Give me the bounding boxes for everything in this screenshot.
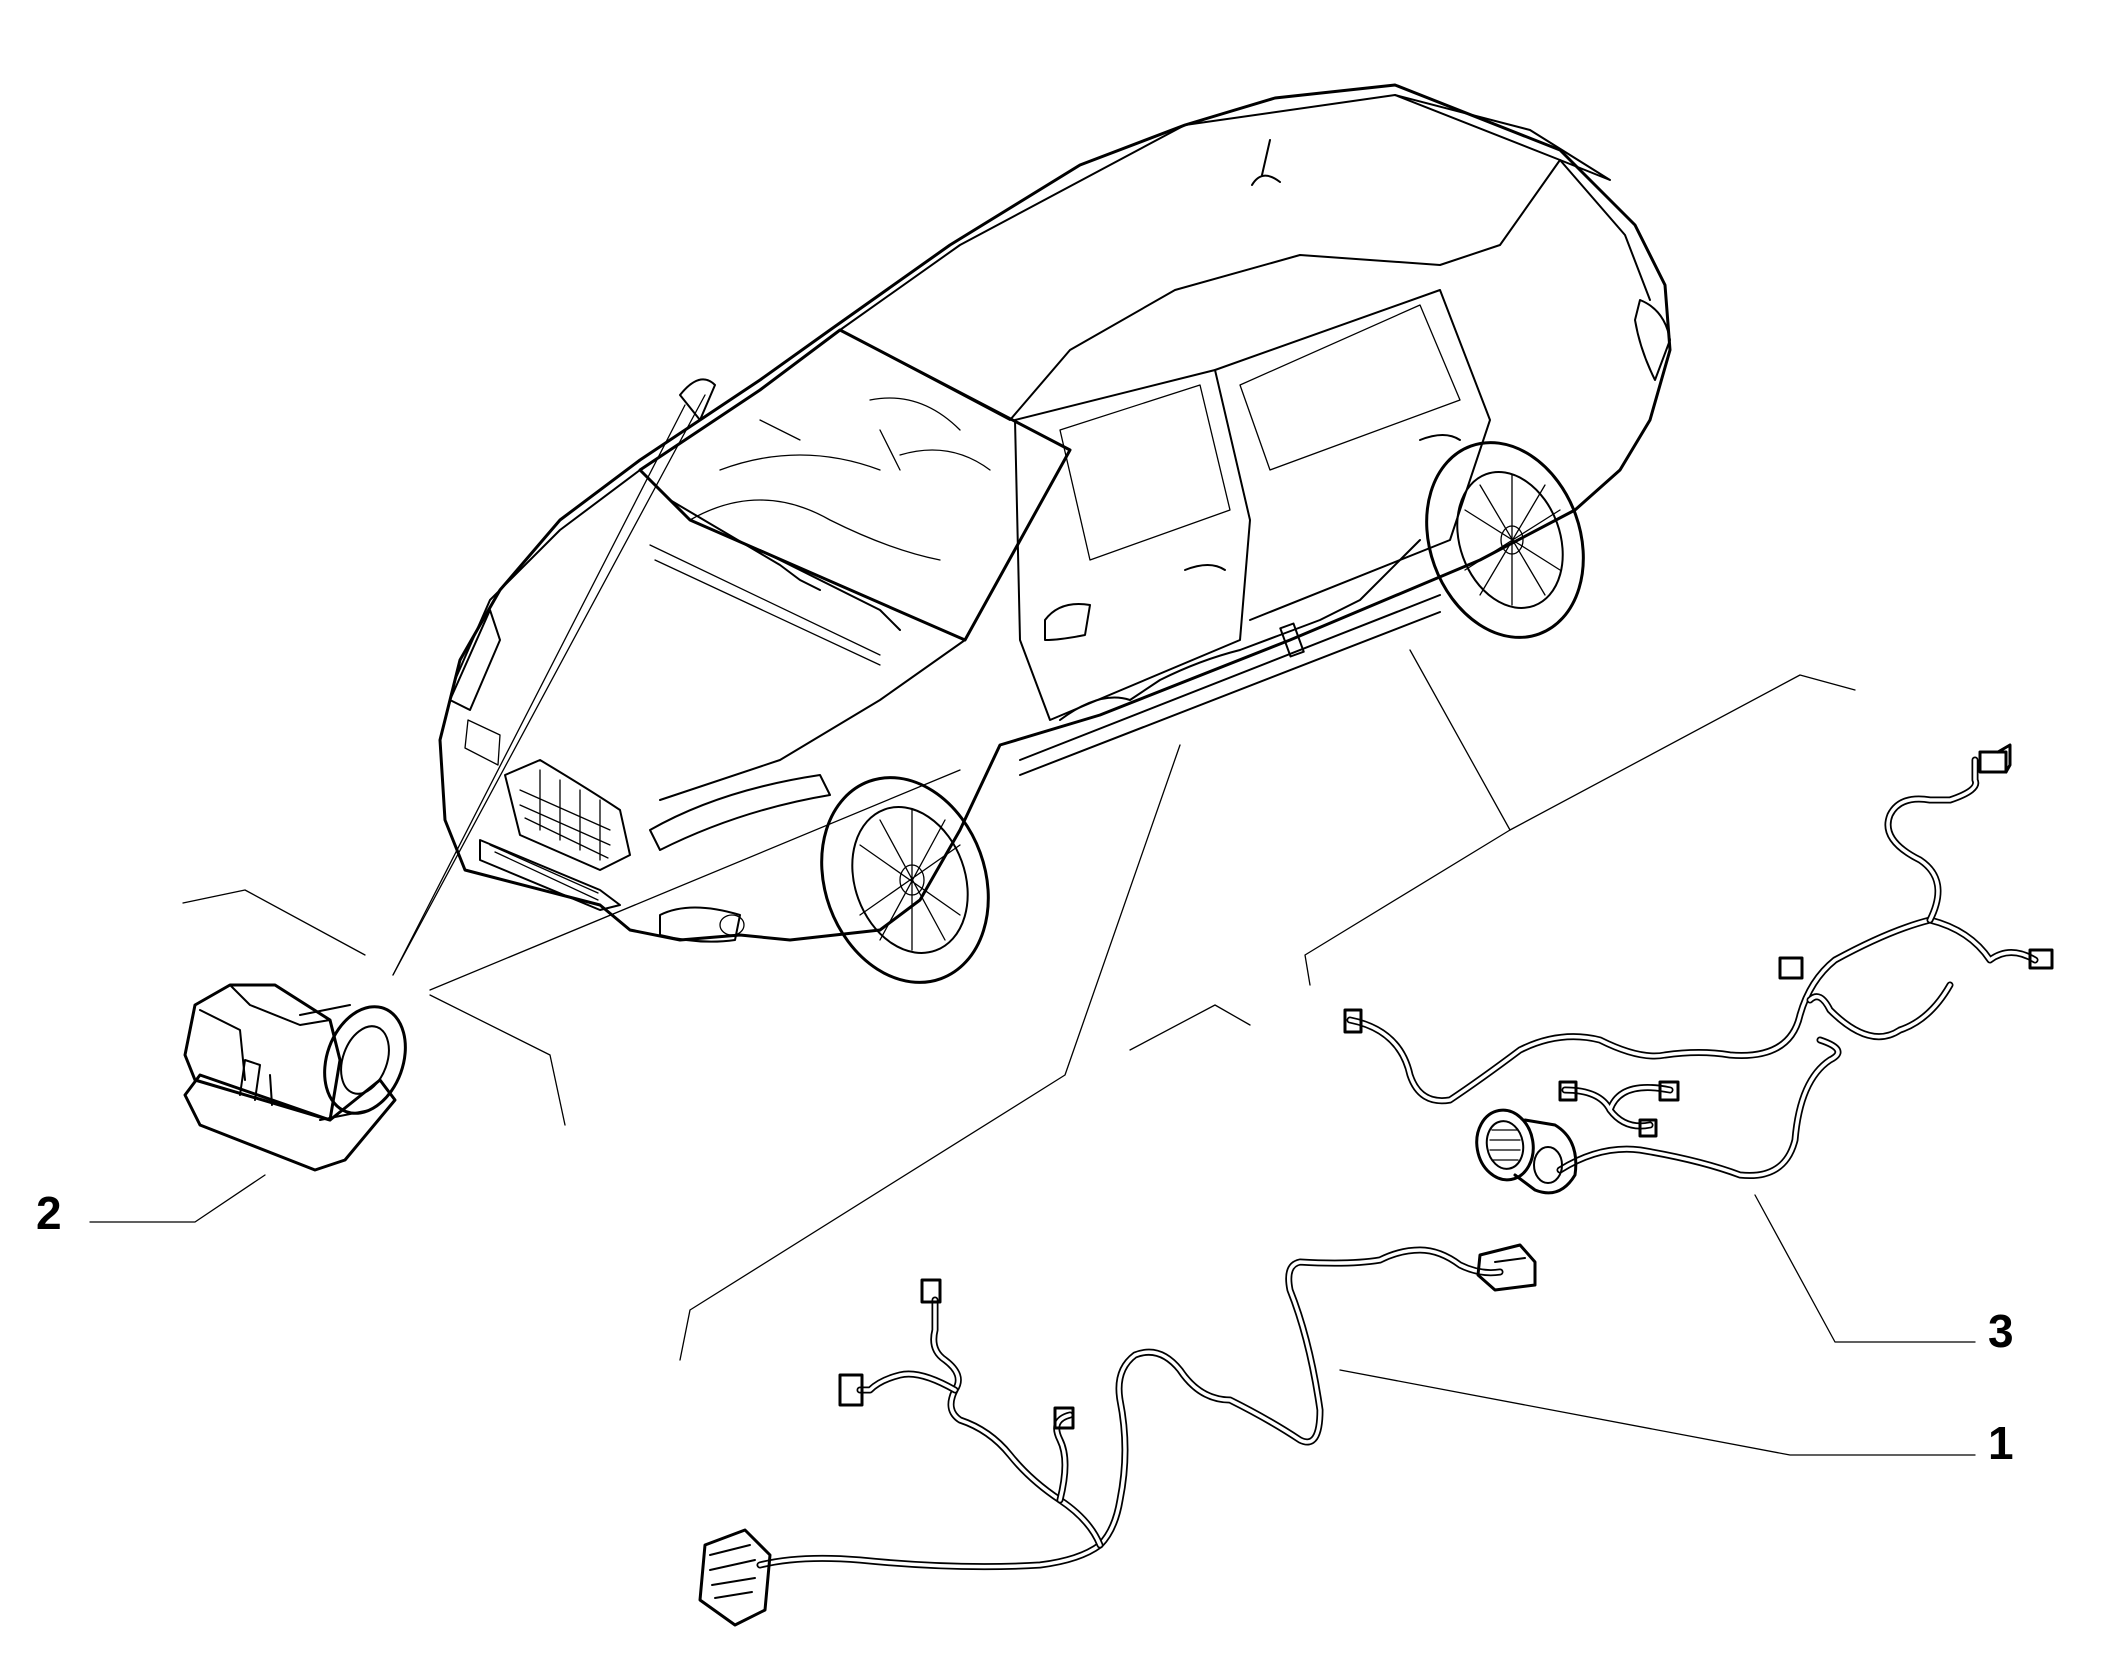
module-slot <box>239 1059 273 1106</box>
car-rear-window <box>1394 94 1611 181</box>
leader-2-line-b <box>392 404 686 976</box>
harness-1-end-connector <box>1476 1243 1537 1292</box>
module-base-plate <box>183 1073 397 1172</box>
car-fog-light <box>659 906 741 943</box>
car-wiper-right <box>759 549 901 631</box>
part-1-wiring-harness <box>698 1243 1537 1627</box>
car-cowl-strip <box>649 544 881 666</box>
car-door-handle-rear <box>1419 434 1461 441</box>
car-mirror-left <box>679 378 716 421</box>
callout-label-1: 1 <box>1988 1417 2014 1469</box>
pointer-3 <box>1754 1194 1976 1343</box>
car-sill <box>1019 594 1441 776</box>
harness-3-connector-small <box>1558 1080 1578 1102</box>
car-antenna <box>1251 139 1281 186</box>
car-headlight-left <box>449 609 501 711</box>
harness-3-connector-mid <box>1778 956 1804 980</box>
car-windshield <box>638 328 1072 642</box>
car-mirror-right <box>1044 603 1091 641</box>
car-lower-intake <box>479 839 621 911</box>
harness-3-connector-top <box>1978 750 2008 774</box>
car-tail-light <box>1634 299 1671 381</box>
harness-3-connector-left <box>1343 1008 1363 1034</box>
part-2-control-module <box>183 983 407 1172</box>
callout-label-2: 2 <box>36 1187 62 1239</box>
leader-1-bracket <box>1129 1004 1251 1051</box>
harness-3-connector-small-b <box>1638 1118 1658 1138</box>
module-body <box>183 983 342 1122</box>
harness-1-main-connector <box>698 1528 772 1627</box>
leader-1-line <box>679 744 1181 1361</box>
car-harness-trace <box>1059 539 1421 721</box>
car-hood-left <box>454 469 641 681</box>
leader-3-line <box>1409 649 1856 831</box>
leader-2-bracket <box>182 889 566 1126</box>
part-3-wiring-harness <box>1343 743 2054 1195</box>
leader-3-bracket <box>1304 829 1511 986</box>
pointer-1 <box>1339 1369 1976 1456</box>
car-seat-lines <box>869 397 991 471</box>
car-door-handle-front <box>1184 564 1226 571</box>
car-hood-right <box>659 639 966 801</box>
car-wiper-left <box>669 499 821 591</box>
car-interior-dash <box>689 419 941 561</box>
leader-2-line-a <box>392 394 706 976</box>
car-front-wheel <box>820 776 990 984</box>
harness-1-connector-mid <box>1053 1406 1075 1430</box>
module-connector-barrel <box>323 1005 407 1115</box>
callout-label-3: 3 <box>1988 1305 2014 1357</box>
car-grille <box>464 719 631 871</box>
car-body-outline <box>438 83 1672 942</box>
harness-1-main-wire <box>756 1246 1504 1571</box>
car-trunk-line <box>1559 159 1651 301</box>
car-side-window-rear <box>1239 304 1461 471</box>
car-rear-wheel <box>1425 441 1585 639</box>
harness-3-branch-up <box>1884 756 1980 924</box>
car-illustration <box>438 83 1672 984</box>
harness-3-round-connector <box>1475 1108 1578 1195</box>
harness-3-lower-run <box>1556 1036 1842 1180</box>
leader-2-line-c <box>429 769 961 991</box>
leader-lines <box>89 394 1976 1456</box>
harness-1-connector-top <box>920 1278 942 1304</box>
car-roof <box>839 94 1561 421</box>
harness-1-branch <box>930 1296 1104 1549</box>
harness-1-connector-left <box>838 1373 864 1407</box>
harness-3-connector-right <box>2028 948 2054 970</box>
car-headlight-right <box>649 774 831 851</box>
pointer-2 <box>89 1174 266 1223</box>
car-side-window-front <box>1059 384 1231 561</box>
car-rear-door <box>1214 289 1491 621</box>
